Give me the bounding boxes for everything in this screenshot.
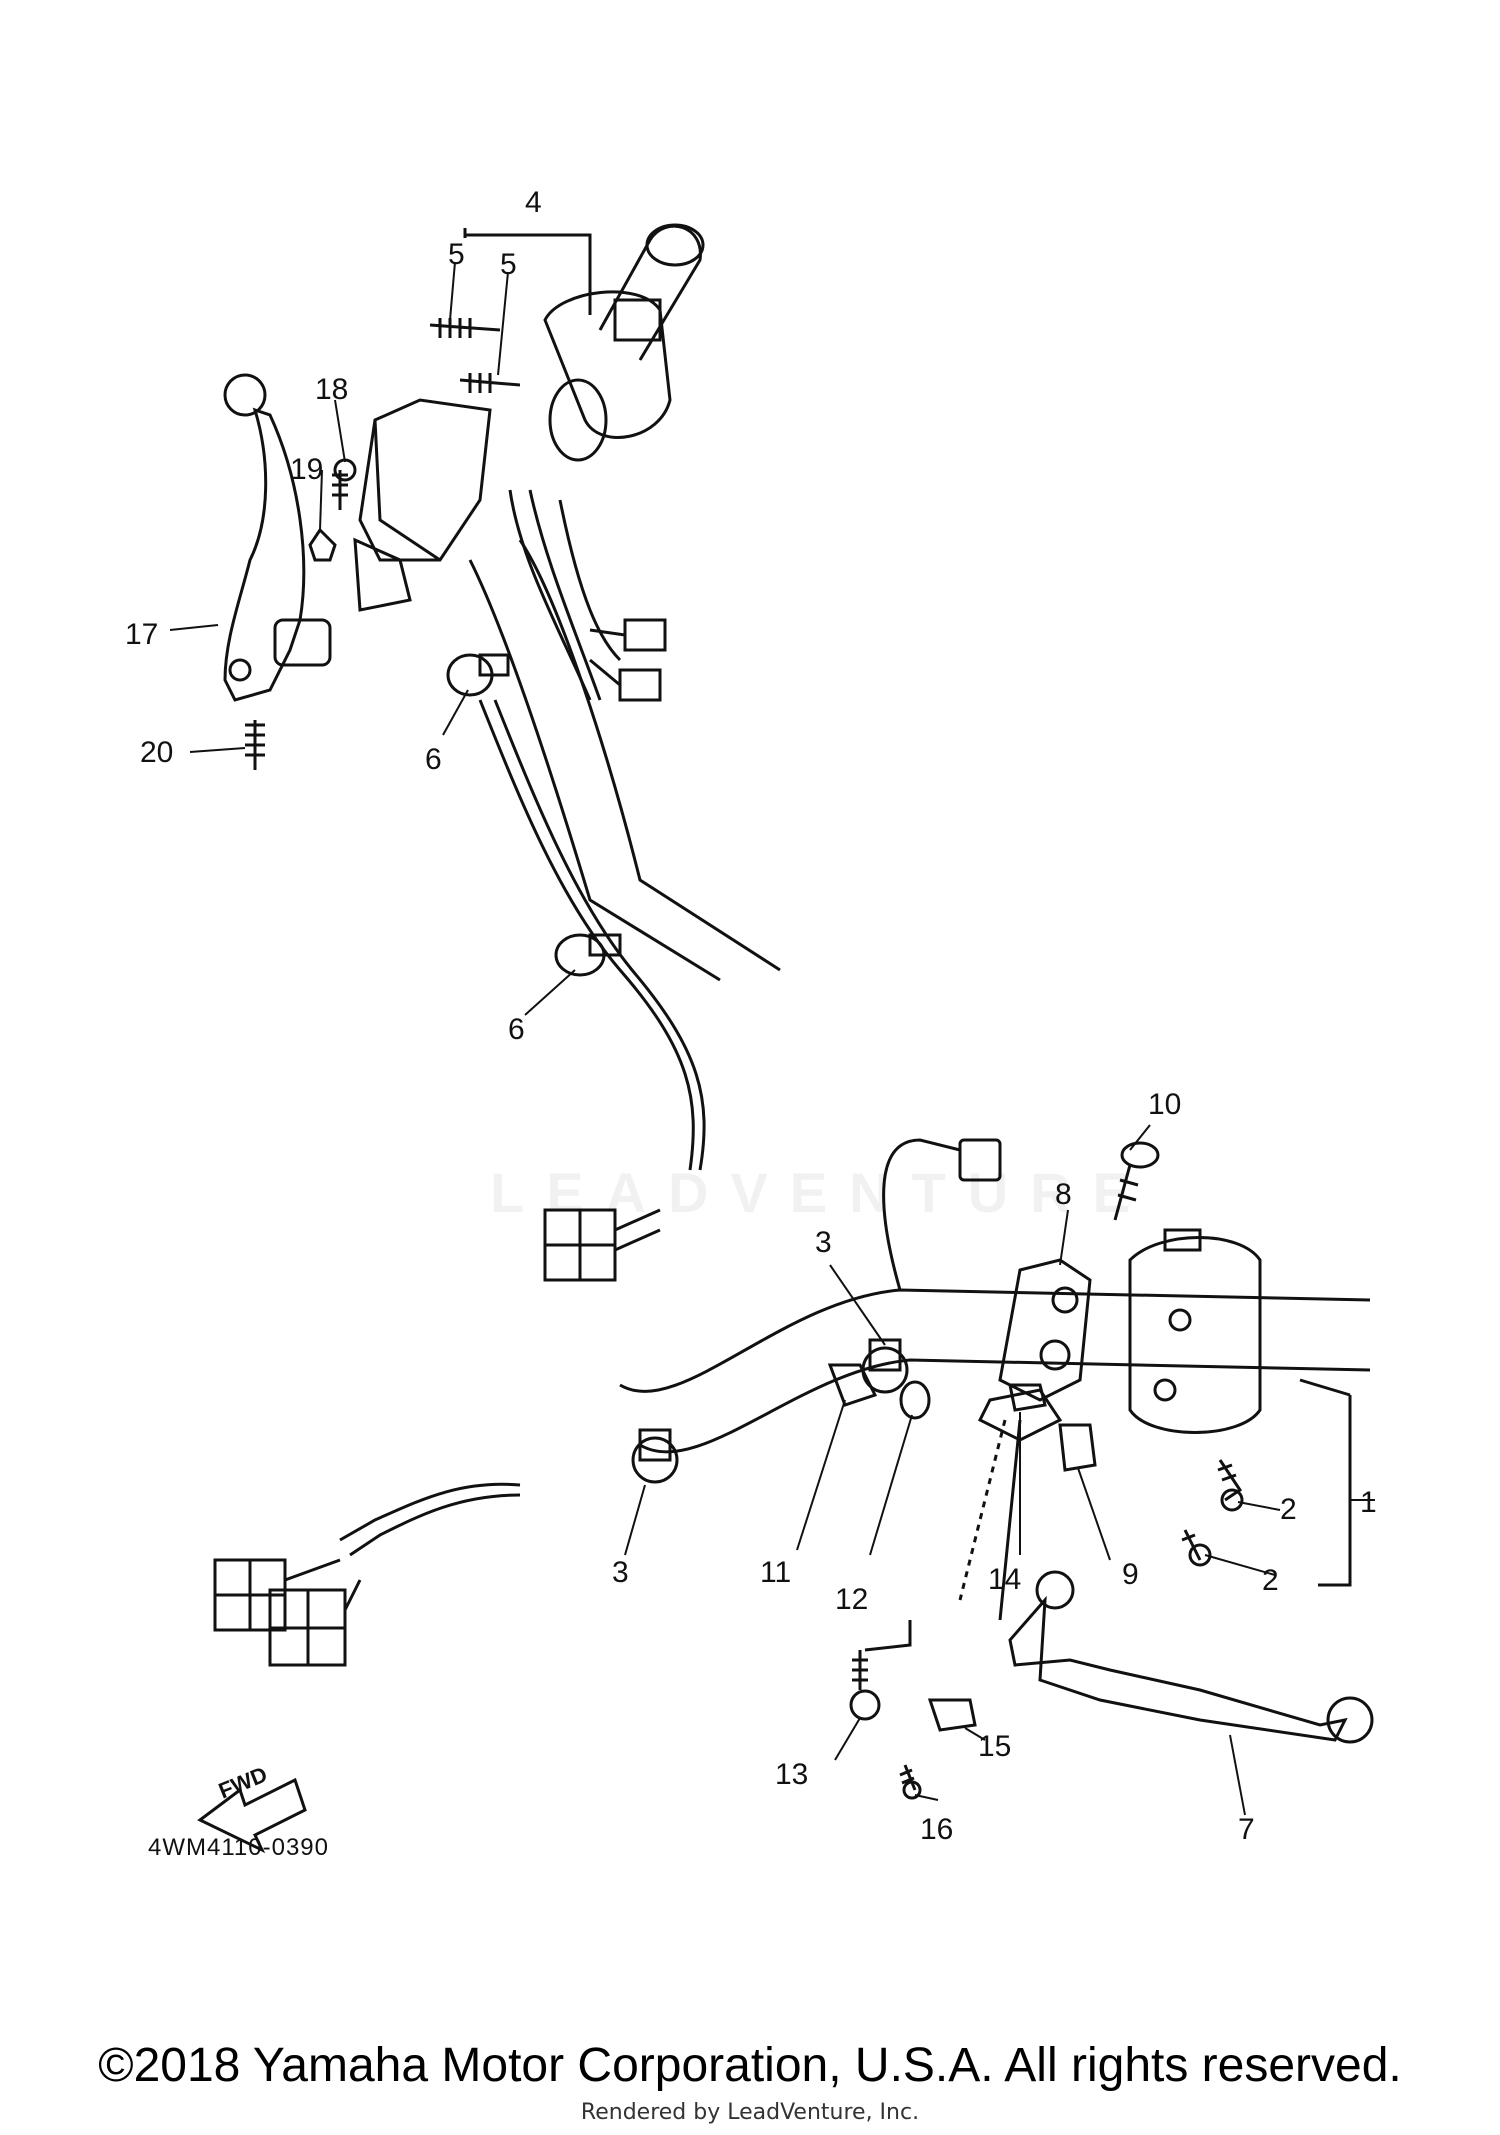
callout-13: 13	[775, 1758, 809, 1791]
left-handlebar-assembly	[223, 223, 781, 1282]
callout-10: 10	[1148, 1088, 1182, 1121]
callout-3b: 3	[612, 1556, 629, 1589]
callout-5a: 5	[448, 238, 465, 271]
callout-9: 9	[1122, 1558, 1139, 1591]
callout-6b: 6	[508, 1013, 525, 1046]
callout-14: 14	[988, 1563, 1022, 1596]
callout-20: 20	[140, 736, 174, 769]
callout-6a: 6	[425, 743, 442, 776]
callout-2b: 2	[1262, 1564, 1279, 1597]
callout-17: 17	[125, 618, 159, 651]
copyright-text: ©2018 Yamaha Motor Corporation, U.S.A. A…	[98, 2039, 1402, 2092]
callout-19: 19	[290, 453, 324, 486]
callout-12: 12	[835, 1583, 869, 1616]
callout-4: 4	[525, 186, 542, 219]
callout-3a: 3	[815, 1226, 832, 1259]
callout-2a: 2	[1280, 1493, 1297, 1526]
callout-7: 7	[1238, 1813, 1255, 1846]
callout-leaders	[169, 261, 1375, 1816]
callout-1: 1	[1360, 1486, 1377, 1519]
fwd-arrow-icon	[197, 1777, 307, 1854]
right-handlebar-assembly	[213, 1138, 1374, 1800]
callout-15: 15	[978, 1730, 1012, 1763]
watermark: LEADVENTURE	[490, 1161, 1153, 1224]
callout-16: 16	[920, 1813, 954, 1846]
callout-11: 11	[760, 1556, 792, 1589]
callout-5b: 5	[500, 248, 517, 281]
callout-8: 8	[1055, 1178, 1072, 1211]
rendered-by-text: Rendered by LeadVenture, Inc.	[580, 2100, 920, 2125]
part-code: 4WM4110-0390	[148, 1834, 329, 1861]
callout-18: 18	[315, 373, 349, 406]
